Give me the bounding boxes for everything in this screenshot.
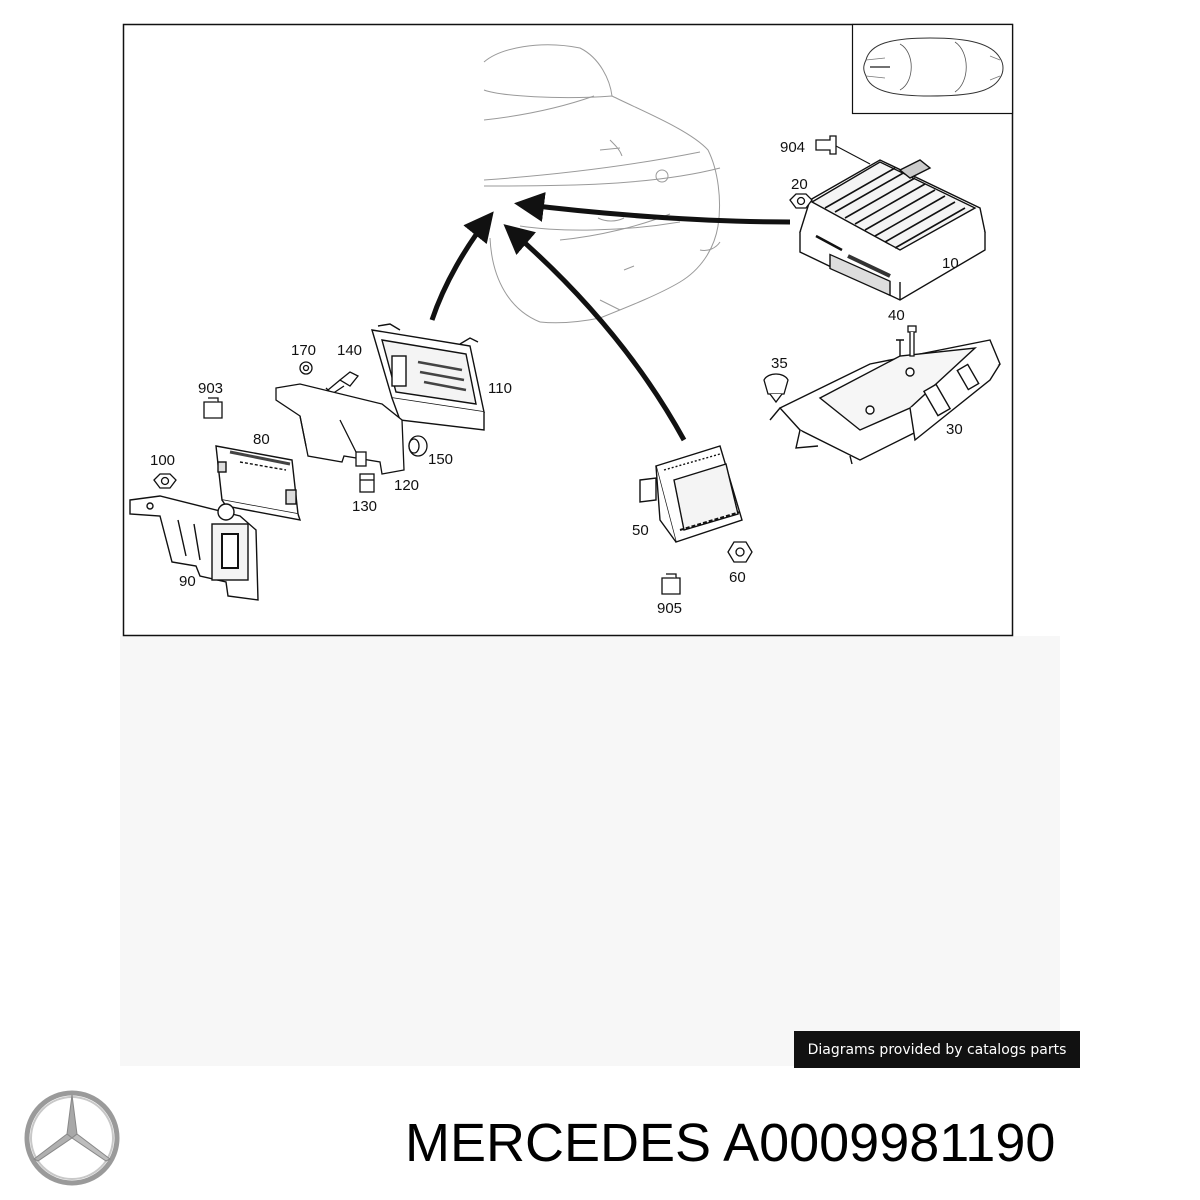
part-100-nut [153, 473, 177, 489]
callout-903: 903 [198, 380, 223, 397]
callout-80: 80 [253, 431, 270, 448]
callout-40: 40 [888, 307, 905, 324]
part-150-grommet [408, 435, 428, 457]
diagram-credit-badge: Diagrams provided by catalogs parts [794, 1031, 1080, 1068]
callout-110: 110 [488, 380, 512, 397]
part-130-clip [359, 473, 375, 493]
pointer-arrows [429, 192, 791, 442]
part-60-nut [727, 541, 753, 563]
callout-120: 120 [394, 477, 419, 494]
callout-170: 170 [291, 342, 316, 359]
background-panel [120, 636, 1060, 1066]
part-40-bolt [907, 325, 917, 357]
callout-905: 905 [657, 600, 682, 617]
part-904-connector [815, 135, 871, 165]
part-903-connector [203, 397, 223, 419]
part-110-module [371, 323, 485, 431]
callout-140: 140 [337, 342, 362, 359]
part-50-module [639, 445, 743, 543]
parts-diagram: 904 20 10 40 35 30 170 140 110 903 80 15… [122, 23, 1014, 637]
diagram-credit-text: Diagrams provided by catalogs parts [807, 1041, 1067, 1058]
callout-10: 10 [942, 255, 959, 272]
mercedes-star-icon [24, 1090, 120, 1186]
callout-50: 50 [632, 522, 649, 539]
callout-35: 35 [771, 355, 788, 372]
part-905-connector [661, 573, 681, 595]
callout-20: 20 [791, 176, 808, 193]
part-170-nut [299, 361, 313, 375]
part-caption: MERCEDES A0009981190 [405, 1113, 1056, 1173]
diagram-frame [122, 23, 1014, 637]
callout-130: 130 [352, 498, 377, 515]
part-80-control-unit [215, 445, 302, 521]
callout-labels: 904 20 10 40 35 30 170 140 110 903 80 15… [150, 139, 963, 617]
callout-30: 30 [946, 421, 963, 438]
callout-904: 904 [780, 139, 805, 156]
car-inset [851, 23, 1014, 115]
part-90-bracket [129, 495, 259, 601]
callout-100: 100 [150, 452, 175, 469]
callout-90: 90 [179, 573, 196, 590]
part-35-clip [763, 373, 789, 404]
part-120-bracket [275, 383, 405, 475]
callout-150: 150 [428, 451, 453, 468]
part-30-bracket [769, 339, 1001, 465]
part-20-nut [789, 193, 813, 209]
part-10-amplifier [799, 159, 986, 301]
callout-60: 60 [729, 569, 746, 586]
